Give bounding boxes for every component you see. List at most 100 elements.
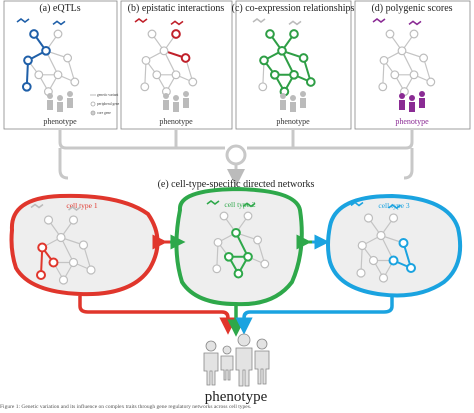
network-node bbox=[188, 77, 198, 87]
cell-type-2: cell type 2 bbox=[174, 186, 304, 307]
panel-a-phenotype: phenotype bbox=[43, 117, 77, 126]
network-node bbox=[406, 263, 416, 273]
genetic-variant-icon bbox=[16, 18, 30, 23]
person-icon bbox=[173, 95, 179, 101]
network-node bbox=[260, 259, 270, 269]
network-node bbox=[385, 29, 395, 39]
network-node bbox=[378, 82, 388, 92]
network-node bbox=[63, 53, 73, 63]
network-node bbox=[388, 213, 399, 223]
network-node bbox=[259, 55, 269, 66]
network-node bbox=[233, 268, 244, 279]
genetic-variant-icon bbox=[206, 200, 220, 205]
cell-type-1: cell type 1 bbox=[9, 193, 160, 297]
network-node bbox=[409, 70, 419, 80]
cell-type-1-label: cell type 1 bbox=[66, 201, 97, 210]
panel-c-title: (c) co-expression relationships bbox=[232, 3, 355, 14]
network-diagram bbox=[252, 18, 316, 112]
person-icon bbox=[300, 91, 306, 97]
legend-variant: genetic variant bbox=[97, 93, 118, 97]
genetic-variant-icon bbox=[408, 20, 422, 26]
network-node bbox=[86, 265, 96, 275]
panel-b-phenotype: phenotype bbox=[159, 117, 193, 126]
panel-d-title: (d) polygenic scores bbox=[371, 3, 452, 14]
genetic-variant-icon bbox=[30, 203, 44, 209]
person-icon bbox=[409, 95, 415, 101]
family-icon bbox=[203, 333, 270, 387]
person-icon bbox=[67, 98, 73, 108]
network-diagram bbox=[16, 18, 80, 112]
network-edge bbox=[401, 50, 415, 76]
panel-c: (c) co-expression relationships phenotyp… bbox=[232, 0, 355, 130]
person-icon bbox=[280, 100, 286, 110]
network-node bbox=[289, 29, 299, 39]
genetic-variant-icon bbox=[288, 20, 302, 26]
network-node bbox=[141, 55, 151, 65]
genetic-variant-icon bbox=[134, 18, 148, 23]
panel-b: (b) epistatic interactions phenotype bbox=[120, 0, 233, 130]
cell-type-2-label: cell type 2 bbox=[224, 200, 255, 209]
legend-peripheral: peripheral gene bbox=[97, 102, 120, 106]
network-diagram bbox=[350, 201, 416, 283]
cell-type-3: cell type 3 bbox=[326, 193, 463, 298]
network-node bbox=[41, 45, 51, 56]
main-phenotype-label: phenotype bbox=[205, 389, 268, 405]
network-node bbox=[289, 69, 299, 80]
network-node bbox=[363, 213, 374, 223]
network-node bbox=[58, 275, 69, 285]
panel-d: (d) polygenic scores phenotype bbox=[354, 0, 471, 130]
genetic-variant-icon bbox=[242, 202, 256, 208]
genetic-variant-icon bbox=[170, 20, 184, 26]
network-node bbox=[388, 255, 399, 266]
network-node bbox=[78, 240, 89, 250]
network-node bbox=[68, 257, 79, 268]
panel-c-phenotype: phenotype bbox=[276, 117, 310, 126]
network-node bbox=[53, 70, 63, 80]
person-icon bbox=[290, 95, 296, 101]
network-node bbox=[56, 232, 66, 243]
figure-caption: Figure 1: Genetic variation and its infl… bbox=[0, 404, 252, 410]
genetic-variant-icon bbox=[252, 18, 266, 23]
person-icon bbox=[47, 100, 53, 110]
network-node bbox=[34, 70, 44, 80]
panel-a: (a) eQTLs phenotype genetic variant peri… bbox=[3, 0, 120, 130]
network-node bbox=[223, 251, 234, 262]
panel-b-title: (b) epistatic interactions bbox=[128, 3, 225, 14]
genetic-variant-icon bbox=[372, 18, 386, 23]
network-node bbox=[277, 45, 287, 56]
person-icon bbox=[419, 98, 425, 108]
network-node bbox=[68, 215, 79, 225]
network-node bbox=[376, 230, 386, 241]
network-node bbox=[171, 70, 181, 80]
person-icon bbox=[57, 102, 63, 112]
person-icon bbox=[57, 95, 63, 101]
network-node bbox=[23, 55, 33, 66]
network-node bbox=[213, 237, 223, 247]
network-node bbox=[159, 46, 169, 56]
network-node bbox=[147, 29, 157, 39]
section-e-title: (e) cell-type-specific directed networks bbox=[158, 179, 315, 190]
network-node bbox=[29, 29, 39, 39]
network-node bbox=[21, 81, 32, 92]
panel-d-phenotype: phenotype bbox=[395, 117, 429, 126]
network-node bbox=[48, 257, 59, 268]
person-icon bbox=[183, 98, 189, 108]
network-diagram bbox=[30, 203, 96, 285]
network-edge bbox=[60, 237, 75, 263]
person-icon bbox=[399, 93, 405, 99]
network-node bbox=[231, 227, 241, 238]
person-icon bbox=[399, 100, 405, 110]
network-edge bbox=[163, 50, 177, 76]
network-node bbox=[409, 29, 419, 39]
network-node bbox=[368, 255, 379, 266]
network-node bbox=[379, 55, 389, 65]
network-node bbox=[305, 77, 316, 87]
network-diagram bbox=[134, 18, 198, 112]
phenotype-arrows bbox=[78, 296, 394, 337]
network-diagram bbox=[206, 200, 270, 279]
person-icon bbox=[163, 100, 169, 110]
person-icon bbox=[280, 93, 286, 99]
panel-a-title: (a) eQTLs bbox=[39, 3, 80, 14]
genetic-variant-icon bbox=[350, 201, 364, 207]
network-node bbox=[378, 273, 389, 283]
